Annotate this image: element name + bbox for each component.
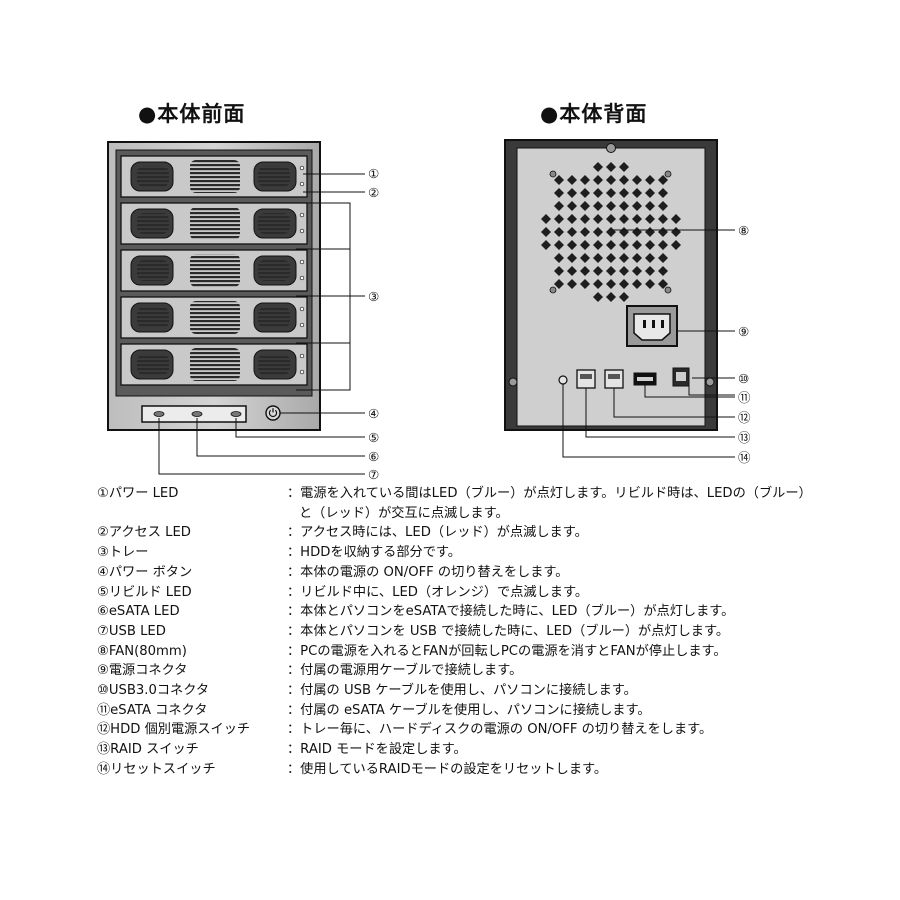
callout-5: ⑤ <box>368 430 379 445</box>
legend-row: ⑭リセットスイッチ ：使用しているRAIDモードの設定をリセットします。 <box>97 760 817 780</box>
legend-part-description: ：使用しているRAIDモードの設定をリセットします。 <box>287 761 608 777</box>
front-led-panel <box>141 405 247 423</box>
front-leader-lines <box>158 173 365 475</box>
legend-row: ⑩USB3.0コネクタ ：付属の USB ケーブルを使用し、パソコンに接続します。 <box>97 681 817 701</box>
legend-part-name: ⑤リビルド LED <box>97 584 192 600</box>
legend-row: ⑨電源コネクタ ：付属の電源用ケーブルで接続します。 <box>97 661 817 681</box>
power-button[interactable] <box>265 405 281 421</box>
right-screw <box>705 377 715 387</box>
legend-row: ④パワー ボタン ：本体の電源の ON/OFF の切り替えをします。 <box>97 563 817 583</box>
legend-part-name: ⑩USB3.0コネクタ <box>97 683 210 699</box>
legend-part-name: ①パワー LED <box>97 486 179 501</box>
device-diagram: ① ② ③ ④ ⑤ ⑥ ⑦ ⑧ ⑨ ⑩ ⑪ ⑫ ⑬ ⑭ <box>107 139 751 480</box>
legend-part-name: ③トレー <box>97 545 149 561</box>
legend-row: ⑥eSATA LED ：本体とパソコンをeSATAで接続した時に、LED（ブルー）… <box>97 602 817 622</box>
legend-part-name: ⑪eSATA コネクタ <box>97 702 208 718</box>
legend-part-description: ：PCの電源を入れるとFANが回転しPCの電源を消すとFANが停止します。 <box>287 643 727 659</box>
callout-7: ⑦ <box>368 467 379 480</box>
legend-part-name: ⑦USB LED <box>97 623 166 639</box>
legend-row: ①パワー LED ：電源を入れている間はLED（ブルー）が点灯します。リビルド時は… <box>97 484 817 523</box>
legend-row: ③トレー ：HDDを収納する部分です。 <box>97 543 817 563</box>
power-icon <box>268 409 278 417</box>
callout-4: ④ <box>368 406 379 421</box>
drive-tray[interactable] <box>120 202 308 245</box>
legend-part-description: ：RAID モードを設定します。 <box>287 742 467 758</box>
legend-part-description: ：本体とパソコンを USB で接続した時に、LED（ブルー）が点灯します。 <box>287 623 730 639</box>
drive-tray[interactable] <box>120 249 308 292</box>
legend-part-description: ：リビルド中に、LED（オレンジ）で点滅します。 <box>287 584 589 600</box>
top-screw <box>606 143 616 153</box>
legend-part-description: ：HDDを収納する部分です。 <box>287 545 461 561</box>
parts-legend: ①パワー LED ：電源を入れている間はLED（ブルー）が点灯します。リビルド時は… <box>97 484 817 780</box>
rebuild-led-indicator <box>230 411 242 417</box>
legend-row: ②アクセス LED ：アクセス時には、LED（レッド）が点滅します。 <box>97 523 817 543</box>
hdd-power-switch[interactable] <box>604 369 624 389</box>
legend-part-name: ④パワー ボタン <box>97 564 193 580</box>
legend-part-name: ⑭リセットスイッチ <box>97 761 216 777</box>
legend-part-description: ：電源を入れている間はLED（ブルー）が点灯します。リビルド時は、LEDの（ブル… <box>287 486 812 521</box>
front-view-heading: ●本体前面 <box>138 102 246 126</box>
callout-1: ① <box>368 166 379 181</box>
drive-tray[interactable] <box>120 296 308 339</box>
callout-14: ⑭ <box>738 450 751 465</box>
legend-part-description: ：本体とパソコンをeSATAで接続した時に、LED（ブルー）が点灯します。 <box>287 604 735 620</box>
legend-part-description: ：付属の USB ケーブルを使用し、パソコンに接続します。 <box>287 683 637 699</box>
legend-part-description: ：トレー毎に、ハードディスクの電源の ON/OFF の切り替えをします。 <box>287 722 713 738</box>
legend-part-name: ⑫HDD 個別電源スイッチ <box>97 722 251 738</box>
back-view-heading: ●本体背面 <box>540 102 648 126</box>
legend-part-name: ②アクセス LED <box>97 525 191 541</box>
legend-part-description: ：付属の電源用ケーブルで接続します。 <box>287 663 523 679</box>
usb3-connector[interactable] <box>672 367 690 387</box>
drive-tray[interactable] <box>120 155 308 198</box>
callout-2: ② <box>368 185 379 200</box>
legend-part-description: ：アクセス時には、LED（レッド）が点滅します。 <box>287 525 588 541</box>
legend-part-name: ⑨電源コネクタ <box>97 663 188 679</box>
callout-12: ⑫ <box>738 410 751 425</box>
callout-8: ⑧ <box>738 223 749 238</box>
esata-led-indicator <box>153 411 165 417</box>
usb-led-indicator <box>191 411 203 417</box>
legend-row: ⑤リビルド LED ：リビルド中に、LED（オレンジ）で点滅します。 <box>97 583 817 603</box>
legend-row: ⑧FAN(80mm) ：PCの電源を入れるとFANが回転しPCの電源を消すとFAN… <box>97 642 817 662</box>
legend-row: ⑦USB LED ：本体とパソコンを USB で接続した時に、LED（ブルー）が点… <box>97 622 817 642</box>
drive-trays <box>120 155 308 386</box>
callout-11: ⑪ <box>738 390 751 405</box>
reset-switch[interactable] <box>558 375 568 385</box>
callout-3: ③ <box>368 289 379 304</box>
legend-part-name: ⑬RAID スイッチ <box>97 742 199 758</box>
raid-switch[interactable] <box>576 369 596 389</box>
callout-13: ⑬ <box>738 430 751 445</box>
callout-9: ⑨ <box>738 324 749 339</box>
esata-connector[interactable] <box>633 372 657 386</box>
callout-10: ⑩ <box>738 371 749 386</box>
drive-tray[interactable] <box>120 343 308 386</box>
legend-row: ⑬RAID スイッチ ：RAID モードを設定します。 <box>97 740 817 760</box>
power-connector[interactable] <box>626 305 678 347</box>
back-leader-lines <box>562 229 735 458</box>
legend-part-name: ⑥eSATA LED <box>97 604 180 620</box>
legend-part-name: ⑧FAN(80mm) <box>97 643 187 659</box>
left-screw <box>508 377 518 387</box>
legend-part-description: ：本体の電源の ON/OFF の切り替えをします。 <box>287 564 569 580</box>
callout-6: ⑥ <box>368 449 379 464</box>
callout-labels: ① ② ③ ④ ⑤ ⑥ ⑦ ⑧ ⑨ ⑩ ⑪ ⑫ ⑬ ⑭ <box>368 166 751 480</box>
legend-row: ⑪eSATA コネクタ ：付属の eSATA ケーブルを使用し、パソコンに接続しま… <box>97 701 817 721</box>
legend-part-description: ：付属の eSATA ケーブルを使用し、パソコンに接続します。 <box>287 702 651 718</box>
legend-row: ⑫HDD 個別電源スイッチ ：トレー毎に、ハードディスクの電源の ON/OFF の… <box>97 720 817 740</box>
